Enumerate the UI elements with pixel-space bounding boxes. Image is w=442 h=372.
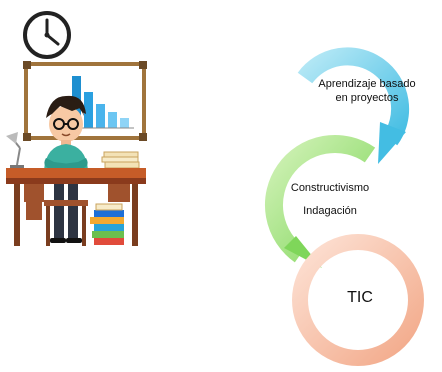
cycle-diagram [264, 47, 424, 366]
book-stack-icon [101, 151, 140, 169]
whiteboard [23, 61, 147, 141]
label-project-based-learning: Aprendizaje basado en proyectos [318, 78, 416, 104]
floor-books-icon [90, 203, 124, 245]
desk-lamp-icon [6, 132, 24, 169]
label-constructivism-inquiry: Constructivismo Indagación [290, 182, 370, 217]
student-icon [44, 95, 88, 246]
cycle-arrow-top [297, 47, 410, 164]
desk [6, 168, 146, 246]
clock-icon [23, 11, 71, 59]
cycle-arrow-bottom [292, 234, 424, 366]
label-tic: TIC [347, 289, 373, 306]
student-illustration [6, 11, 147, 246]
